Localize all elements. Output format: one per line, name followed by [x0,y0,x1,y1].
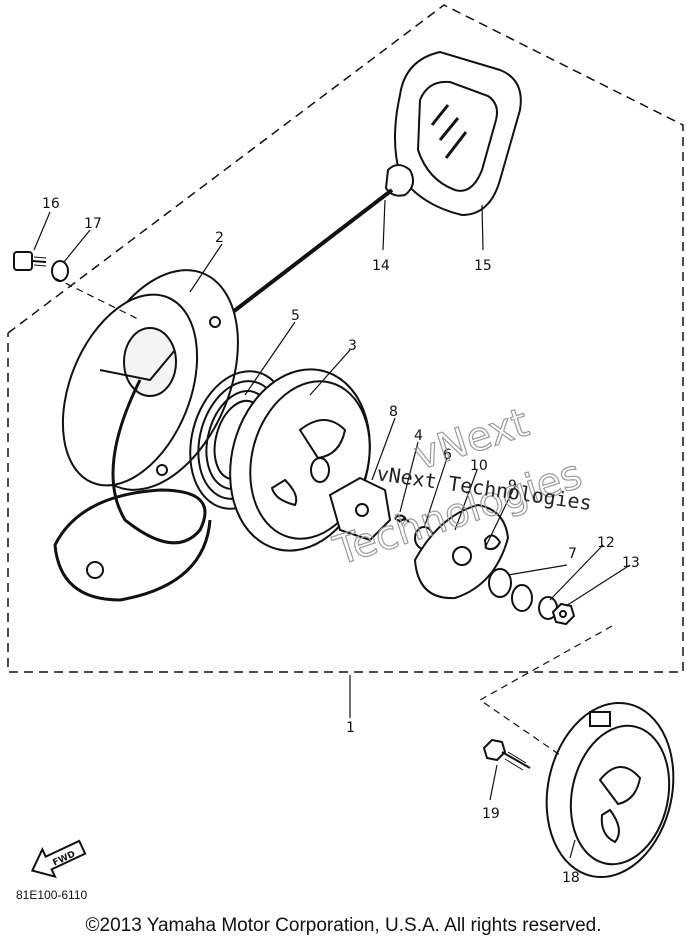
washer-part-17 [51,260,69,282]
callout-1: 1 [346,720,355,736]
assembly-boundary [7,4,684,673]
nut-part-13 [551,602,576,626]
callout-2: 2 [215,230,224,246]
leader-lines [33,199,631,859]
callout-17: 17 [84,216,102,232]
callout-19: 19 [482,806,500,822]
cover-part [545,701,675,879]
callout-6: 6 [443,447,452,463]
wire-loop [53,379,212,602]
fwd-arrow-icon: FWD [30,839,87,879]
callout-13: 13 [622,555,640,571]
handle-part [384,50,522,217]
callout-9: 9 [508,478,517,494]
callout-12: 12 [597,535,615,551]
callout-4: 4 [414,428,423,444]
callout-10: 10 [470,458,488,474]
starter-case-part [61,269,239,491]
pawl-spring-part [394,514,410,523]
callout-3: 3 [348,338,357,354]
rope-part [223,188,394,320]
callout-8: 8 [389,404,398,420]
copyright-notice: ©2013 Yamaha Motor Corporation, U.S.A. A… [85,915,602,936]
wire-connector [86,561,104,579]
callout-18: 18 [562,870,580,886]
pawl-part [328,476,392,542]
bolt-part-19 [482,738,531,771]
bolt-part-16 [13,251,47,271]
callout-7: 7 [568,546,577,562]
callout-5: 5 [291,308,300,324]
part-code: 81E100-6110 [16,888,88,902]
callout-14: 14 [372,258,390,274]
collar-part [511,584,533,612]
callout-16: 16 [42,196,60,212]
callout-15: 15 [474,258,492,274]
washer-part-7 [488,568,512,598]
